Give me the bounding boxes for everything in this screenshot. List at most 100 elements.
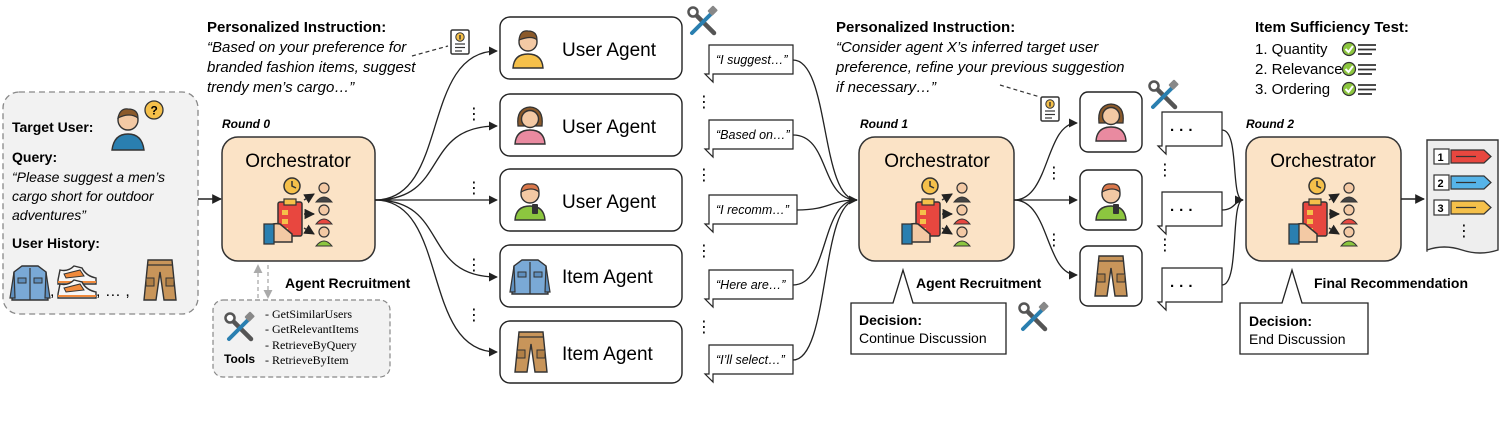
agent-label-5: Item Agent bbox=[562, 344, 654, 365]
user-agent-icon-2 bbox=[514, 106, 546, 145]
reply-bubble-5 bbox=[703, 344, 794, 384]
reply-bubble-3 bbox=[703, 194, 798, 234]
vdots-6: ⋮ bbox=[696, 167, 712, 184]
user-history-label: User History: bbox=[12, 235, 100, 251]
query-line-3: adventures” bbox=[12, 207, 87, 223]
tool-item-3: - RetrieveByQuery bbox=[265, 338, 357, 352]
instruction0-title: Personalized Instruction: bbox=[207, 19, 386, 36]
instruction1-line-3: if necessary…” bbox=[836, 79, 937, 96]
round1-agent-3 bbox=[1079, 245, 1143, 307]
sufficiency-item-1: 1. Quantity bbox=[1255, 41, 1328, 58]
agent-reply-2: “Based on…” bbox=[716, 128, 790, 142]
instruction0-line-3: trendy men’s cargo…” bbox=[207, 79, 355, 96]
vdots-5: ⋮ bbox=[696, 94, 712, 111]
vdots-1: ⋮ bbox=[466, 106, 482, 123]
rank-number-1: 1 bbox=[1438, 152, 1444, 164]
agent-reply-3: “I recomm…” bbox=[716, 203, 790, 217]
round1-caption: Agent Recruitment bbox=[916, 275, 1042, 291]
sufficiency-item-3: 3. Ordering bbox=[1255, 81, 1330, 98]
agent-box-4: Item Agent bbox=[499, 244, 683, 308]
target-user-panel bbox=[2, 91, 199, 315]
round0-caption: Agent Recruitment bbox=[285, 275, 411, 291]
orchestrator-round0 bbox=[221, 136, 376, 262]
vdots-12: ⋮ bbox=[1157, 237, 1173, 254]
rank-number-2: 2 bbox=[1438, 178, 1444, 190]
agent-box-1: User Agent bbox=[499, 16, 683, 80]
query-line-1: “Please suggest a men’s bbox=[12, 169, 165, 185]
agent-box-5: Item Agent bbox=[499, 320, 683, 384]
vdots-9: ⋮ bbox=[1046, 165, 1062, 182]
orchestrator1-label: Orchestrator bbox=[884, 151, 990, 172]
orchestrator-round1 bbox=[858, 136, 1015, 262]
vdots-8: ⋮ bbox=[696, 319, 712, 336]
tool-item-2: - GetRelevantItems bbox=[265, 322, 359, 336]
round1-bubble-3-dots: · · · bbox=[1170, 278, 1193, 295]
check-list-icon bbox=[1341, 41, 1377, 57]
agent-reply-5: “I’ll select…” bbox=[716, 353, 786, 367]
reply-bubble-1 bbox=[703, 44, 794, 84]
agent-box-3: User Agent bbox=[499, 168, 683, 232]
target-user-avatar-icon: ? bbox=[111, 100, 164, 151]
round2-caption: Final Recommendation bbox=[1314, 275, 1468, 291]
agent-label-3: User Agent bbox=[562, 192, 657, 213]
rank-number-3: 3 bbox=[1438, 203, 1444, 215]
tool-item-4: - RetrieveByItem bbox=[265, 353, 349, 367]
round1-bubble-3 bbox=[1156, 267, 1223, 312]
agent-label-4: Item Agent bbox=[562, 267, 654, 288]
tools-icon-agent bbox=[689, 5, 718, 33]
instruction1-line-2: preference, refine your previous suggest… bbox=[835, 59, 1125, 76]
vdots-10: ⋮ bbox=[1046, 232, 1062, 249]
sufficiency-title: Item Sufficiency Test: bbox=[1255, 19, 1409, 36]
rank-row-1: 1 bbox=[1433, 148, 1492, 165]
instruction0-connector bbox=[411, 45, 449, 57]
history-separator-1: , bbox=[50, 283, 54, 300]
history-separator-2: , … , bbox=[96, 283, 130, 300]
agent-box-2: User Agent bbox=[499, 93, 683, 157]
decision2-value: End Discussion bbox=[1249, 331, 1346, 347]
instruction0-line-2: branded fashion items, suggest bbox=[207, 59, 416, 76]
check-list-icon-3 bbox=[1341, 81, 1377, 97]
instruction1-line-1: “Consider agent X’s inferred target user bbox=[836, 39, 1099, 56]
decision1-callout bbox=[850, 267, 1007, 355]
ranked-list-document bbox=[1426, 139, 1499, 254]
check-list-icon-2 bbox=[1341, 61, 1377, 77]
round1-bubble-1-dots: · · · bbox=[1170, 122, 1193, 139]
vdots-3: ⋮ bbox=[466, 257, 482, 274]
agent-label-1: User Agent bbox=[562, 40, 657, 61]
orchestrator2-label: Orchestrator bbox=[1270, 151, 1376, 172]
tools-panel bbox=[212, 299, 391, 378]
agent-reply-4: “Here are…” bbox=[716, 278, 786, 292]
instruction0-line-1: “Based on your preference for bbox=[207, 39, 407, 56]
round1-bubble-1 bbox=[1156, 111, 1223, 156]
orchestrator0-label: Orchestrator bbox=[245, 151, 351, 172]
vdots-4: ⋮ bbox=[466, 307, 482, 324]
tools-icon-decision bbox=[1020, 301, 1049, 329]
instruction-document-icon-2 bbox=[1040, 96, 1060, 122]
round1-bubble-2-dots: · · · bbox=[1170, 202, 1193, 219]
tools-icon-round1 bbox=[1150, 79, 1179, 107]
decision2-title: Decision: bbox=[1249, 313, 1312, 329]
round1-user-agent-icon bbox=[1095, 103, 1127, 142]
reply-bubble-4 bbox=[703, 269, 794, 309]
decision1-title: Decision: bbox=[859, 312, 922, 328]
query-line-2: cargo short for outdoor bbox=[12, 188, 155, 204]
target-user-label: Target User: bbox=[12, 119, 93, 135]
decision2-callout bbox=[1239, 267, 1369, 355]
instruction-document-icon bbox=[450, 29, 470, 55]
instruction1-connector bbox=[999, 84, 1041, 98]
vdots-2: ⋮ bbox=[466, 180, 482, 197]
tool-item-1: - GetSimilarUsers bbox=[265, 307, 352, 321]
vdots-11: ⋮ bbox=[1157, 162, 1173, 179]
instruction1-title: Personalized Instruction: bbox=[836, 19, 1015, 36]
agent-reply-1: “I suggest…” bbox=[716, 53, 788, 67]
svg-text:?: ? bbox=[151, 104, 158, 118]
round0-label: Round 0 bbox=[222, 117, 270, 131]
vdots-7: ⋮ bbox=[696, 243, 712, 260]
round1-bubble-2 bbox=[1156, 191, 1223, 236]
rank-row-2: 2 bbox=[1433, 174, 1492, 191]
rank-row-3: 3 bbox=[1433, 199, 1492, 216]
round1-label: Round 1 bbox=[860, 117, 908, 131]
agent-label-2: User Agent bbox=[562, 117, 657, 138]
sufficiency-item-2: 2. Relevance bbox=[1255, 61, 1343, 78]
